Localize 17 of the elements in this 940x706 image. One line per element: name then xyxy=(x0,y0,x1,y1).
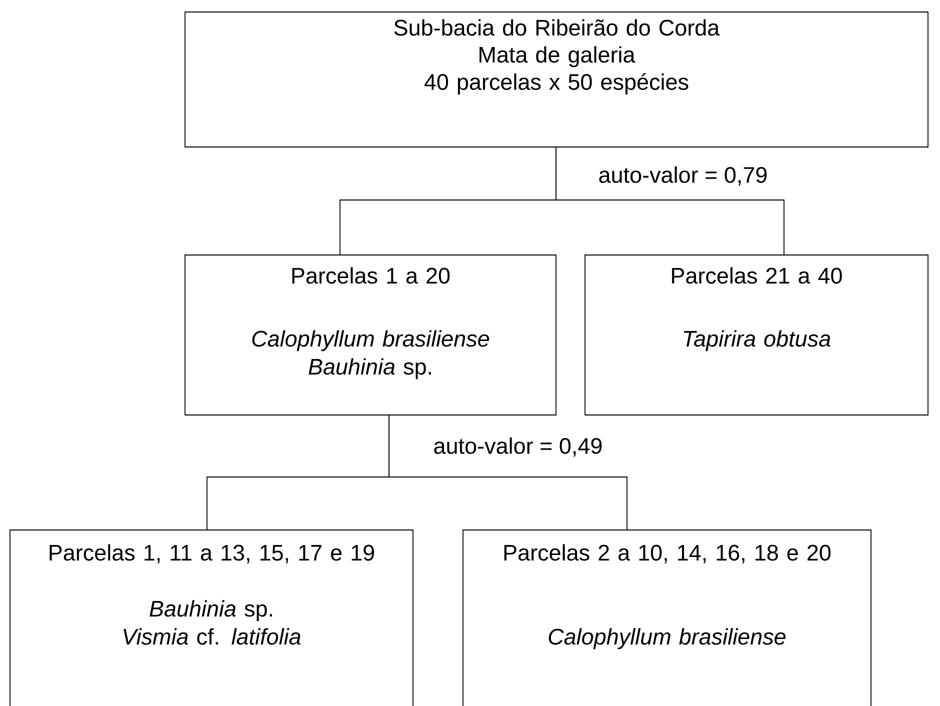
box-text: Parcelas 21 a 40 xyxy=(672,267,842,284)
box-text: Calophyllum brasiliense xyxy=(548,628,786,650)
edge-label: auto-valor = 0,79 xyxy=(597,165,769,187)
connector-line xyxy=(388,415,628,530)
box-text: Parcelas 1, 11 a 13, 15, 17 e 19 xyxy=(50,544,374,564)
box-text: Parcelas 2 a 10, 14, 16, 18 e 20 xyxy=(504,544,831,564)
box-text: Tapirira obtusa xyxy=(684,330,830,352)
edge-label: auto-valor = 0,49 xyxy=(432,436,604,458)
connector-line xyxy=(556,147,784,255)
box-text: Sub-bacia do Ribeirão do Corda xyxy=(394,19,720,36)
box-text: Parcelas 1 a 20 xyxy=(292,267,450,284)
box-text: Mata de galeria xyxy=(480,46,636,68)
box-text: Bauhinia sp. xyxy=(150,600,272,622)
box-text: Bauhinia sp. xyxy=(308,358,431,380)
box-text: 40 parcelas x 50 espécies xyxy=(424,73,688,94)
box-text: Vismia cf. latifolia xyxy=(124,628,301,645)
box-text: Calophyllum brasiliense xyxy=(252,330,490,352)
